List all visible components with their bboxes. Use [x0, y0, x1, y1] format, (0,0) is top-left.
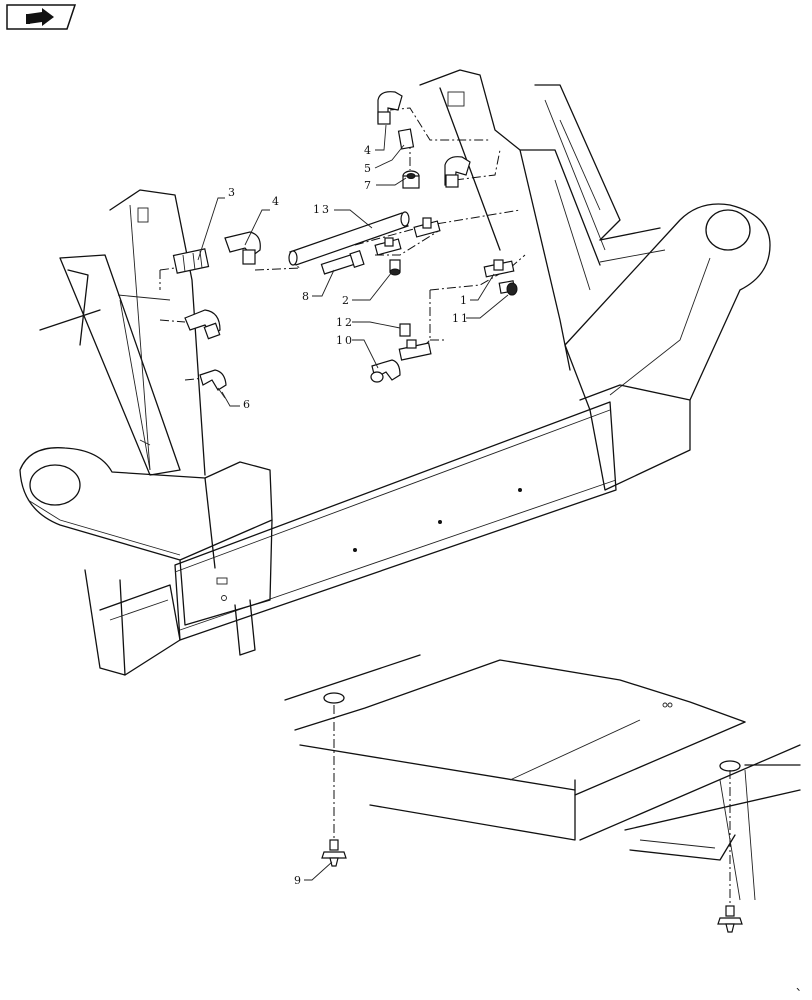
grease-fitting-9 [321, 839, 347, 867]
frame-cross-beam [174, 401, 617, 641]
callout-13: 13 [313, 203, 331, 216]
elbow-fitting-4-top [377, 91, 403, 125]
frame-right-arm [564, 203, 771, 491]
hose-13 [288, 211, 410, 266]
frame-bottom-rail [284, 654, 801, 901]
callout-leaders [197, 124, 509, 881]
grease-fitting-right [717, 905, 743, 933]
callout-3: 3 [228, 186, 237, 199]
callout-labels: 3 4 13 4 5 7 8 2 1 11 12 10 6 9 、 [228, 144, 809, 993]
tee-fitting-1 [483, 259, 515, 278]
next-page-icon [26, 8, 54, 26]
callout-10: 10 [336, 334, 354, 347]
tee-fitting-lower [398, 339, 432, 361]
tee-fitting-center [374, 237, 402, 256]
callout-11: 11 [452, 312, 470, 325]
callout-4-top: 4 [364, 144, 373, 157]
callout-8: 8 [302, 290, 311, 303]
frame-right-upright [419, 69, 621, 371]
assembly-lines [159, 107, 731, 910]
callout-2: 2 [342, 294, 351, 307]
straight-fitting-3 [172, 248, 210, 274]
callout-7: 7 [364, 179, 373, 192]
callout-9: 9 [294, 874, 303, 887]
fitting-2 [389, 259, 401, 276]
adapter-5 [397, 128, 415, 150]
callout-6: 6 [243, 398, 252, 411]
valve-8 [320, 250, 365, 275]
callout-4: 4 [272, 195, 281, 208]
tee-fitting-upper [413, 217, 441, 238]
callout-5: 5 [364, 162, 373, 175]
elbow-fitting-left-mid [184, 309, 221, 340]
callout-1: 1 [460, 294, 469, 307]
elbow-fitting-right-top [444, 156, 471, 188]
fitting-11 [498, 280, 518, 296]
elbow-10 [370, 359, 401, 383]
frame-left-upright [39, 189, 206, 476]
footer-mark: 、 [796, 980, 809, 993]
callout-12: 12 [336, 316, 354, 329]
elbow-fitting-4-left [224, 231, 261, 265]
next-page-button[interactable] [6, 4, 77, 30]
nut-7 [402, 170, 420, 189]
frame-left-arm [19, 447, 273, 626]
elbow-fitting-6 [199, 369, 227, 399]
plug-12 [399, 323, 411, 337]
frame-left-lower [84, 569, 256, 676]
